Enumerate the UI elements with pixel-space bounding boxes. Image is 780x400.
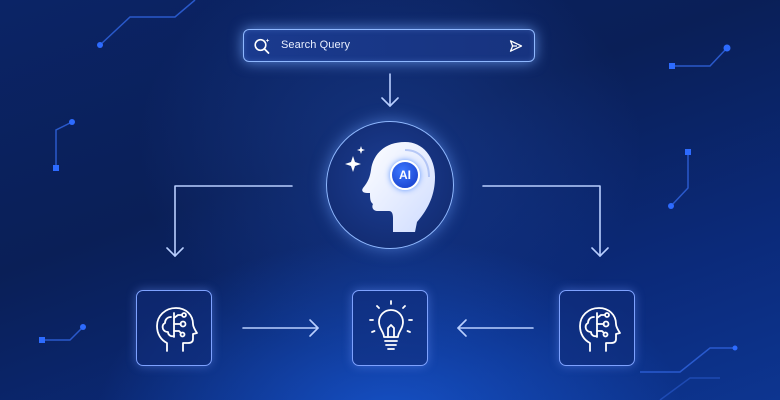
arrow-ai-to-left <box>166 185 293 257</box>
circuit-trace-top-left <box>99 0 196 46</box>
circuit-trace-bottom-left <box>42 326 84 341</box>
circuit-trace-right <box>670 152 689 207</box>
search-query-text: Search Query <box>281 39 351 51</box>
circuit-trace-left <box>55 121 73 168</box>
ai-badge: AI <box>390 160 420 190</box>
arrow-search-to-ai <box>381 73 399 107</box>
ai-head-icon <box>345 142 435 232</box>
send-icon[interactable] <box>509 39 523 53</box>
brain-node-right <box>559 290 635 366</box>
arrow-left-to-center <box>242 319 319 337</box>
circuit-trace-top-right <box>672 47 728 67</box>
brain-head-icon <box>579 307 621 352</box>
sparkles-icon <box>345 146 365 172</box>
brain-head-icon <box>156 307 198 352</box>
ai-node: AI <box>326 121 454 249</box>
circuit-trace-bottom-right <box>640 347 735 373</box>
search-sparkle-icon <box>254 38 270 54</box>
arrow-ai-to-right <box>482 185 609 257</box>
lightbulb-icon <box>369 300 413 350</box>
search-bar[interactable]: Search Query <box>243 29 535 62</box>
arrow-right-to-center <box>457 319 534 337</box>
idea-node <box>352 290 428 366</box>
brain-node-left <box>136 290 212 366</box>
